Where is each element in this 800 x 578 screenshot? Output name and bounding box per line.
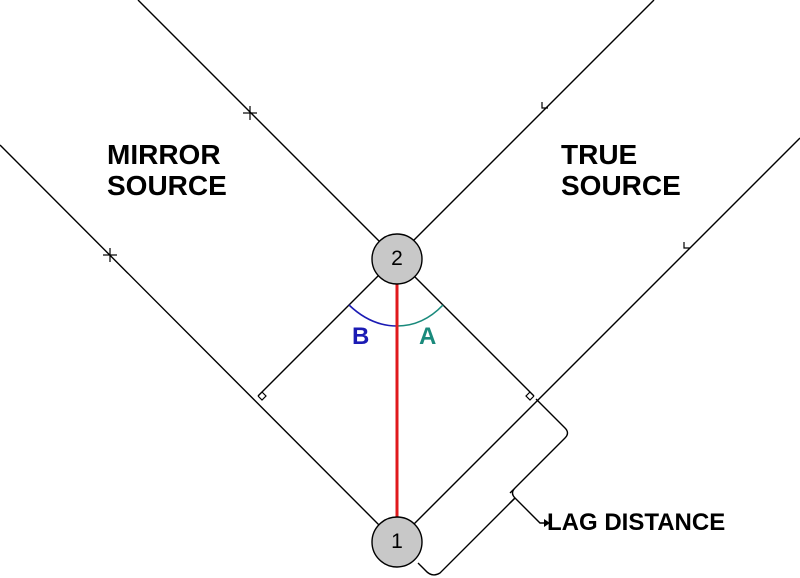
angle-b-arc [348, 304, 398, 327]
mirror-source-label: MIRROR SOURCE [107, 139, 227, 201]
true-source-label-line-1: TRUE [561, 139, 638, 170]
right-perpendicular-line [395, 257, 535, 397]
node-2-circle [371, 233, 423, 285]
true-source-label-line-2: SOURCE [561, 170, 681, 201]
node-2-label: 2 [391, 247, 403, 270]
mirror-source-label-line-2: SOURCE [107, 170, 227, 201]
angle-a-label: A [419, 323, 437, 350]
tick-mark [683, 242, 690, 249]
lag-distance-label: LAG DISTANCE [547, 509, 726, 536]
mirror-inner-line [137, 0, 397, 259]
true-inner-line [395, 0, 655, 259]
mirror-outer-line [0, 144, 397, 543]
tick-mark [541, 102, 548, 109]
node-1-label: 1 [391, 530, 403, 553]
node-1-circle [371, 516, 423, 568]
true-outer-line [395, 137, 800, 543]
tick-mark [103, 248, 117, 262]
lag-distance-bracket-lower [417, 497, 516, 576]
true-source-label: TRUE SOURCE [561, 139, 681, 201]
lag-distance-bracket [509, 398, 569, 524]
right-angle-marker-right [525, 391, 535, 401]
angle-b-label: B [352, 323, 370, 350]
lag-distance-arrowhead [544, 519, 550, 527]
right-angle-marker-left [257, 391, 267, 401]
angle-a-arc [396, 304, 444, 327]
left-perpendicular-line [257, 257, 397, 397]
mirror-source-label-line-1: MIRROR [107, 139, 221, 170]
tick-mark [243, 106, 257, 120]
